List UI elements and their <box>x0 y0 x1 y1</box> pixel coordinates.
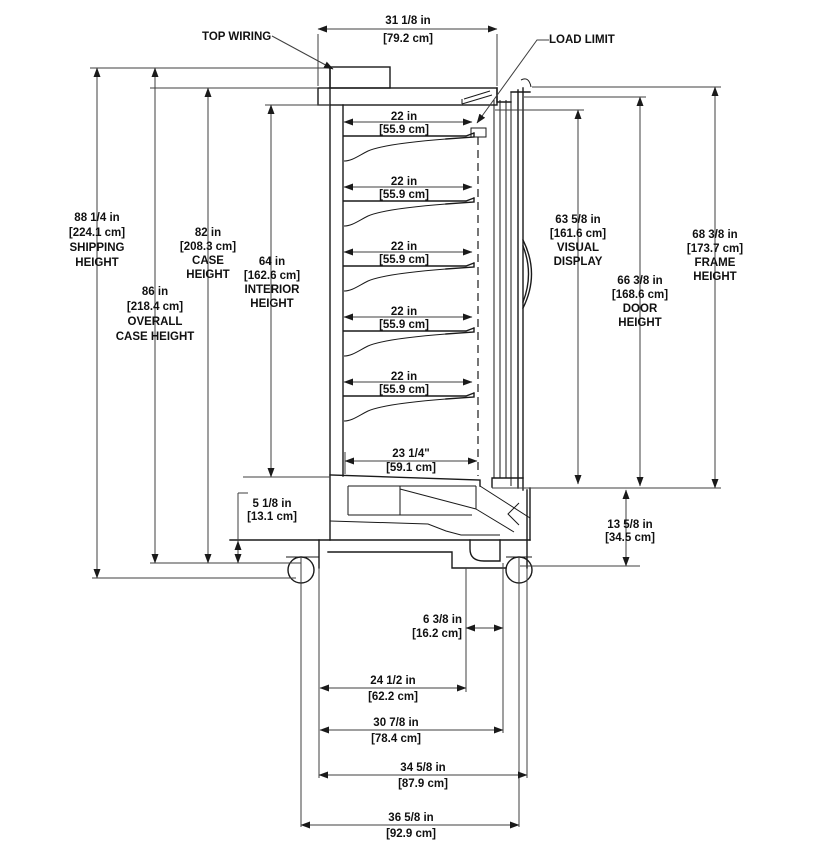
dim-shelf1-cm: [55.9 cm] <box>379 124 429 136</box>
dim-shelf5-cm: [55.9 cm] <box>379 384 429 396</box>
dim-frame-caption-1: FRAME <box>695 257 736 269</box>
dim-overall-in: 86 in <box>142 286 168 298</box>
door-frame-outer <box>517 87 524 491</box>
dim-base-depth-cm: [78.4 cm] <box>371 733 421 745</box>
labels: TOP WIRING LOAD LIMIT 31 1/8 in [79.2 cm… <box>69 15 743 840</box>
callout-leaders <box>271 35 549 124</box>
dim-shipping-caption-2: HEIGHT <box>75 257 118 269</box>
reference-lines <box>90 34 721 827</box>
dim-shelf4-cm: [55.9 cm] <box>379 319 429 331</box>
dim-case-cm: [208.3 cm] <box>180 241 236 253</box>
dimension-lines <box>93 25 719 829</box>
drain-pan <box>347 485 477 516</box>
air-chute <box>475 485 531 533</box>
dim-case-caption-2: HEIGHT <box>186 269 229 281</box>
dim-interior-in: 64 in <box>259 256 285 268</box>
dim-clearance-in: 13 5/8 in <box>607 519 652 531</box>
dim-visual-cm: [161.6 cm] <box>550 228 606 240</box>
top-wiring-leader <box>271 35 334 70</box>
dim-overall-cm: [218.4 cm] <box>127 301 183 313</box>
dim-shelf3-in: 22 in <box>391 241 417 253</box>
dim-door-caption-2: HEIGHT <box>618 317 661 329</box>
top-wiring-box <box>329 66 391 89</box>
base-frame <box>318 539 507 569</box>
dim-base-height-cm: [13.1 cm] <box>247 511 297 523</box>
dim-shelf2-cm: [55.9 cm] <box>379 189 429 201</box>
dim-case-in: 82 in <box>195 227 221 239</box>
dim-clearance-cm: [34.5 cm] <box>605 532 655 544</box>
dim-overall-depth-cm: [92.9 cm] <box>386 828 436 840</box>
load-limit-marker <box>470 127 487 138</box>
dim-visual-caption-2: DISPLAY <box>554 256 603 268</box>
dim-base-width-in: 24 1/2 in <box>370 675 415 687</box>
load-limit-label: LOAD LIMIT <box>549 34 615 46</box>
dim-interior-caption-2: HEIGHT <box>250 298 293 310</box>
shelf <box>343 262 475 292</box>
dim-door-caption-1: DOOR <box>623 303 658 315</box>
dim-door-in: 66 3/8 in <box>617 275 662 287</box>
dim-shipping-caption-1: SHIPPING <box>70 242 125 254</box>
shelves <box>343 132 475 422</box>
shelf <box>343 327 475 357</box>
dim-shipping-in: 88 1/4 in <box>74 212 119 224</box>
door-glass-panes <box>493 100 507 478</box>
dim-bottom-shelf-cm: [59.1 cm] <box>386 462 436 474</box>
dim-shelf4-in: 22 in <box>391 306 417 318</box>
return-air-arrow <box>507 502 520 526</box>
shelf <box>343 197 475 227</box>
dim-top-depth-in: 31 1/8 in <box>385 15 430 27</box>
dim-overall-caption-2: CASE HEIGHT <box>116 331 195 343</box>
dim-bottom-shelf-in: 23 1/4" <box>392 448 429 460</box>
dim-frame-cm: [173.7 cm] <box>687 243 743 255</box>
dim-casters-depth-in: 34 5/8 in <box>400 762 445 774</box>
dim-shipping-cm: [224.1 cm] <box>69 227 125 239</box>
dim-visual-in: 63 5/8 in <box>555 214 600 226</box>
dim-frame-caption-2: HEIGHT <box>693 271 736 283</box>
dim-casters-depth-cm: [87.9 cm] <box>398 778 448 790</box>
dim-base-height-in: 5 1/8 in <box>253 498 292 510</box>
dim-top-depth-cm: [79.2 cm] <box>383 33 433 45</box>
dim-caster-offset-cm: [16.2 cm] <box>412 628 462 640</box>
door-hinge-hook <box>520 78 532 88</box>
dim-visual-caption-1: VISUAL <box>557 242 599 254</box>
dim-shelf1-in: 22 in <box>391 111 417 123</box>
dim-case-caption-1: CASE <box>192 255 224 267</box>
door-bottom-rail <box>491 477 524 488</box>
dim-overall-depth-in: 36 5/8 in <box>388 812 433 824</box>
dim-shelf3-cm: [55.9 cm] <box>379 254 429 266</box>
dim-shelf5-in: 22 in <box>391 371 417 383</box>
shelf <box>343 392 475 422</box>
dim-frame-in: 68 3/8 in <box>692 229 737 241</box>
dim-shelf2-in: 22 in <box>391 176 417 188</box>
dim-base-width-cm: [62.2 cm] <box>368 691 418 703</box>
top-wiring-label: TOP WIRING <box>202 31 271 43</box>
dim-interior-caption-1: INTERIOR <box>245 284 301 296</box>
interior-floor <box>329 474 481 487</box>
dim-interior-cm: [162.6 cm] <box>244 270 300 282</box>
door-handle <box>522 239 533 309</box>
dim-overall-caption-1: OVERALL <box>128 316 183 328</box>
canopy <box>317 87 498 106</box>
dim-base-depth-in: 30 7/8 in <box>373 717 418 729</box>
shelf <box>343 132 475 162</box>
bottom-shell <box>329 520 500 536</box>
discharge-grille <box>461 90 493 105</box>
front-face <box>526 487 531 569</box>
load-limit-leader <box>476 39 549 124</box>
door-top-rail <box>496 87 531 103</box>
dim-door-cm: [168.6 cm] <box>612 289 668 301</box>
case-structure <box>229 66 533 584</box>
front-base-trim <box>469 539 501 562</box>
dim-caster-offset-in: 6 3/8 in <box>423 614 462 626</box>
